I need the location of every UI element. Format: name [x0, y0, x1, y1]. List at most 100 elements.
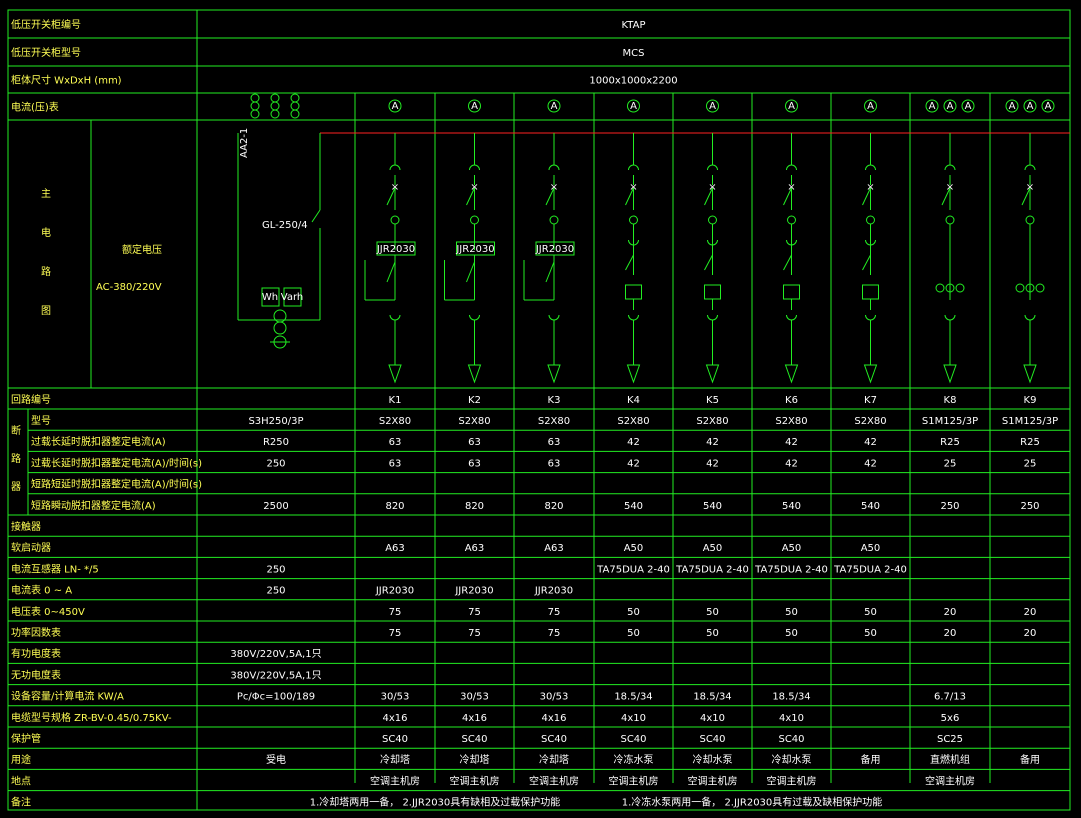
disconnect-icon [628, 314, 639, 321]
contactor-blade [386, 261, 396, 283]
table-row-label: 功率因数表 [11, 626, 61, 639]
incoming-label: AA2-1 [239, 128, 250, 158]
table-cell: 42 [627, 458, 640, 469]
table-cell: S2X80 [854, 416, 886, 427]
breaker-blade [466, 187, 475, 206]
table-cell: 2500 [263, 501, 288, 512]
table-cell: A63 [385, 543, 405, 554]
table-cell: S2X80 [379, 416, 411, 427]
table-cell: 4x10 [700, 713, 725, 724]
breaker-x-icon: × [1026, 182, 1034, 193]
contactor-blade [466, 261, 475, 283]
ct-icon [1015, 283, 1025, 293]
table-row-label: 型号 [31, 414, 51, 427]
ammeter-icon [547, 99, 561, 113]
table-cell: 42 [706, 437, 719, 448]
coil-icon [628, 239, 639, 246]
table-cell: 75 [389, 628, 402, 639]
main-circuit-title-char: 图 [41, 305, 51, 317]
breaker-blade [625, 187, 634, 206]
breaker-contact-icon [548, 164, 560, 171]
ammeter-icon-label: A [965, 101, 972, 112]
table-row-label: 用途 [11, 753, 31, 766]
table-row-label: 过载长延时脱扣器整定电流(A)/时间(s) [31, 456, 202, 469]
breaker-section-char: 断 [11, 424, 21, 437]
table-cell: 4x10 [779, 713, 804, 724]
table-cell: 250 [266, 458, 285, 469]
circuit-number: K8 [944, 395, 957, 406]
table-cell: 空调主机房 [370, 774, 420, 787]
breaker-contact-icon [628, 164, 639, 171]
incoming-meter-icon [290, 101, 300, 111]
table-cell: 25 [944, 458, 957, 469]
table-cell: SC40 [620, 734, 646, 745]
isolator-label: GL-250/4 [262, 220, 308, 231]
relay-label: JJR2030 [535, 244, 574, 255]
table-cell: 4x16 [382, 713, 407, 724]
table-cell: 备用 [1020, 753, 1040, 766]
circuit-number: K5 [706, 395, 719, 406]
table-row-label: 设备容量/计算电流 KW/A [11, 690, 124, 703]
table-cell: 42 [785, 458, 798, 469]
table-cell: 63 [468, 437, 481, 448]
table-cell: 820 [544, 501, 563, 512]
table-cell: R25 [940, 437, 960, 448]
table-row-label: 无功电度表 [11, 668, 61, 681]
table-cell: 4x16 [462, 713, 487, 724]
table-cell: 受电 [266, 753, 286, 766]
ammeter-icon-label: A [788, 101, 795, 112]
circuit-number: K9 [1024, 395, 1037, 406]
breaker-x-icon: × [866, 182, 874, 193]
breaker-contact-icon [469, 164, 480, 171]
breaker-x-icon: × [550, 182, 558, 193]
load-arrow-icon [784, 364, 799, 384]
table-cell: 63 [548, 437, 561, 448]
incoming-meter-icon [270, 101, 280, 111]
ammeter-icon [925, 99, 939, 113]
table-cell: 18.5/34 [772, 692, 810, 703]
table-cell: 50 [864, 607, 877, 618]
table-cell: S2X80 [538, 416, 570, 427]
breaker-contact-icon [786, 164, 797, 171]
table-cell: 42 [785, 437, 798, 448]
header-row-label: 低压开关柜型号 [11, 46, 81, 59]
incoming-meter-icon [250, 101, 260, 111]
disconnect-icon [548, 314, 560, 321]
table-cell: 备用 [861, 753, 881, 766]
breaker-blade [783, 187, 792, 206]
table-cell: 42 [864, 437, 877, 448]
table-cell: S3H250/3P [248, 416, 303, 427]
coil-icon [865, 239, 876, 246]
breaker-blade [386, 187, 396, 206]
table-cell: 冷冻水泵 [614, 753, 654, 766]
breaker-section-char: 器 [11, 481, 21, 493]
ct-icon [955, 283, 965, 293]
table-cell: 50 [627, 607, 640, 618]
table-cell: 50 [706, 628, 719, 639]
ammeter-icon-label: A [551, 101, 558, 112]
load-arrow-icon [1023, 364, 1037, 384]
fuse-icon [470, 215, 479, 225]
table-cell: S2X80 [696, 416, 728, 427]
header-row-label: 柜体尺寸 WxDxH (mm) [11, 74, 122, 87]
fuse-icon [549, 215, 559, 225]
ct-icon [945, 283, 955, 293]
table-row-label: 电缆型号规格 ZR-BV-0.45/0.75KV- [11, 711, 172, 724]
contactor-blade [862, 254, 871, 271]
table-row-label: 过载长延时脱扣器整定电流(A) [31, 435, 166, 448]
table-cell: 50 [864, 628, 877, 639]
breaker-x-icon: × [946, 182, 954, 193]
fuse-icon [866, 215, 875, 225]
table-cell: 空调主机房 [609, 774, 659, 787]
ammeter-icon-label: A [709, 101, 716, 112]
table-cell: 75 [389, 607, 402, 618]
table-row-label: 短路瞬动脱扣器整定电流(A) [31, 499, 156, 512]
table-cell: 30/53 [540, 692, 569, 703]
incoming-meter-icon [290, 109, 300, 119]
coil-icon [786, 239, 797, 246]
load-arrow-icon [863, 364, 878, 384]
table-cell: 380V/220V,5A,1只 [230, 670, 321, 681]
table-cell: 直燃机组 [930, 753, 970, 766]
circuit-number: K1 [389, 395, 402, 406]
